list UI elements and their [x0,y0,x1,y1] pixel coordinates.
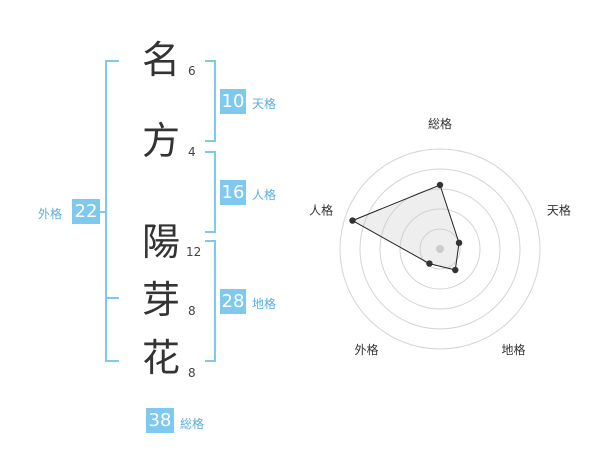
radar-point-3 [452,266,459,274]
gaikaku-label: 外格 [38,207,63,221]
radar-axis-label-5: 人格 [309,202,333,217]
gaikaku-bracket-divider [105,297,119,299]
radar-points [349,181,463,274]
stroke-count-3: 12 [186,245,202,259]
radar-axis-label-4: 外格 [355,342,379,357]
chikaku-label: 地格 [252,297,277,311]
radar-rings [339,148,541,350]
radar-axis-label-2: 天格 [547,202,571,217]
stroke-count-4: 8 [188,304,196,318]
name-char-3: 陽 [141,220,180,264]
gaikaku-bracket [105,60,119,362]
stroke-count-2: 4 [188,145,196,159]
radar-ring-1 [419,228,461,270]
name-char-1: 名 [141,38,180,82]
jinkaku-badge: 16 [220,180,246,205]
radar-center-dot [436,245,444,253]
radar-ring-4 [359,168,521,330]
tenkaku-label: 天格 [252,97,277,111]
name-char-5: 花 [141,336,180,380]
tenkaku-badge: 10 [220,89,246,114]
soukaku-label: 総格 [180,417,205,431]
stroke-count-1: 6 [188,64,196,78]
radar-point-5 [349,217,356,224]
radar-axis-label-3: 地格 [501,342,525,357]
name-char-4: 芽 [141,278,180,322]
radar-ring-2 [399,208,481,290]
name-char-2: 方 [141,119,180,163]
chikaku-badge: 28 [220,289,246,314]
radar-point-4 [426,260,433,267]
radar-axis-label-1: 総格 [428,116,452,131]
tenkaku-bracket [205,60,216,142]
radar-point-2 [455,239,463,247]
radar-point-1 [436,181,444,189]
radar-data-polygon [351,184,460,271]
chikaku-bracket [205,240,216,362]
jinkaku-bracket [205,151,216,233]
jinkaku-label: 人格 [252,188,277,202]
radar-ring-5 [339,148,541,350]
stroke-count-5: 8 [188,366,196,380]
radar-ring-3 [379,188,501,310]
gaikaku-badge: 22 [72,199,100,224]
soukaku-badge: 38 [146,408,174,433]
